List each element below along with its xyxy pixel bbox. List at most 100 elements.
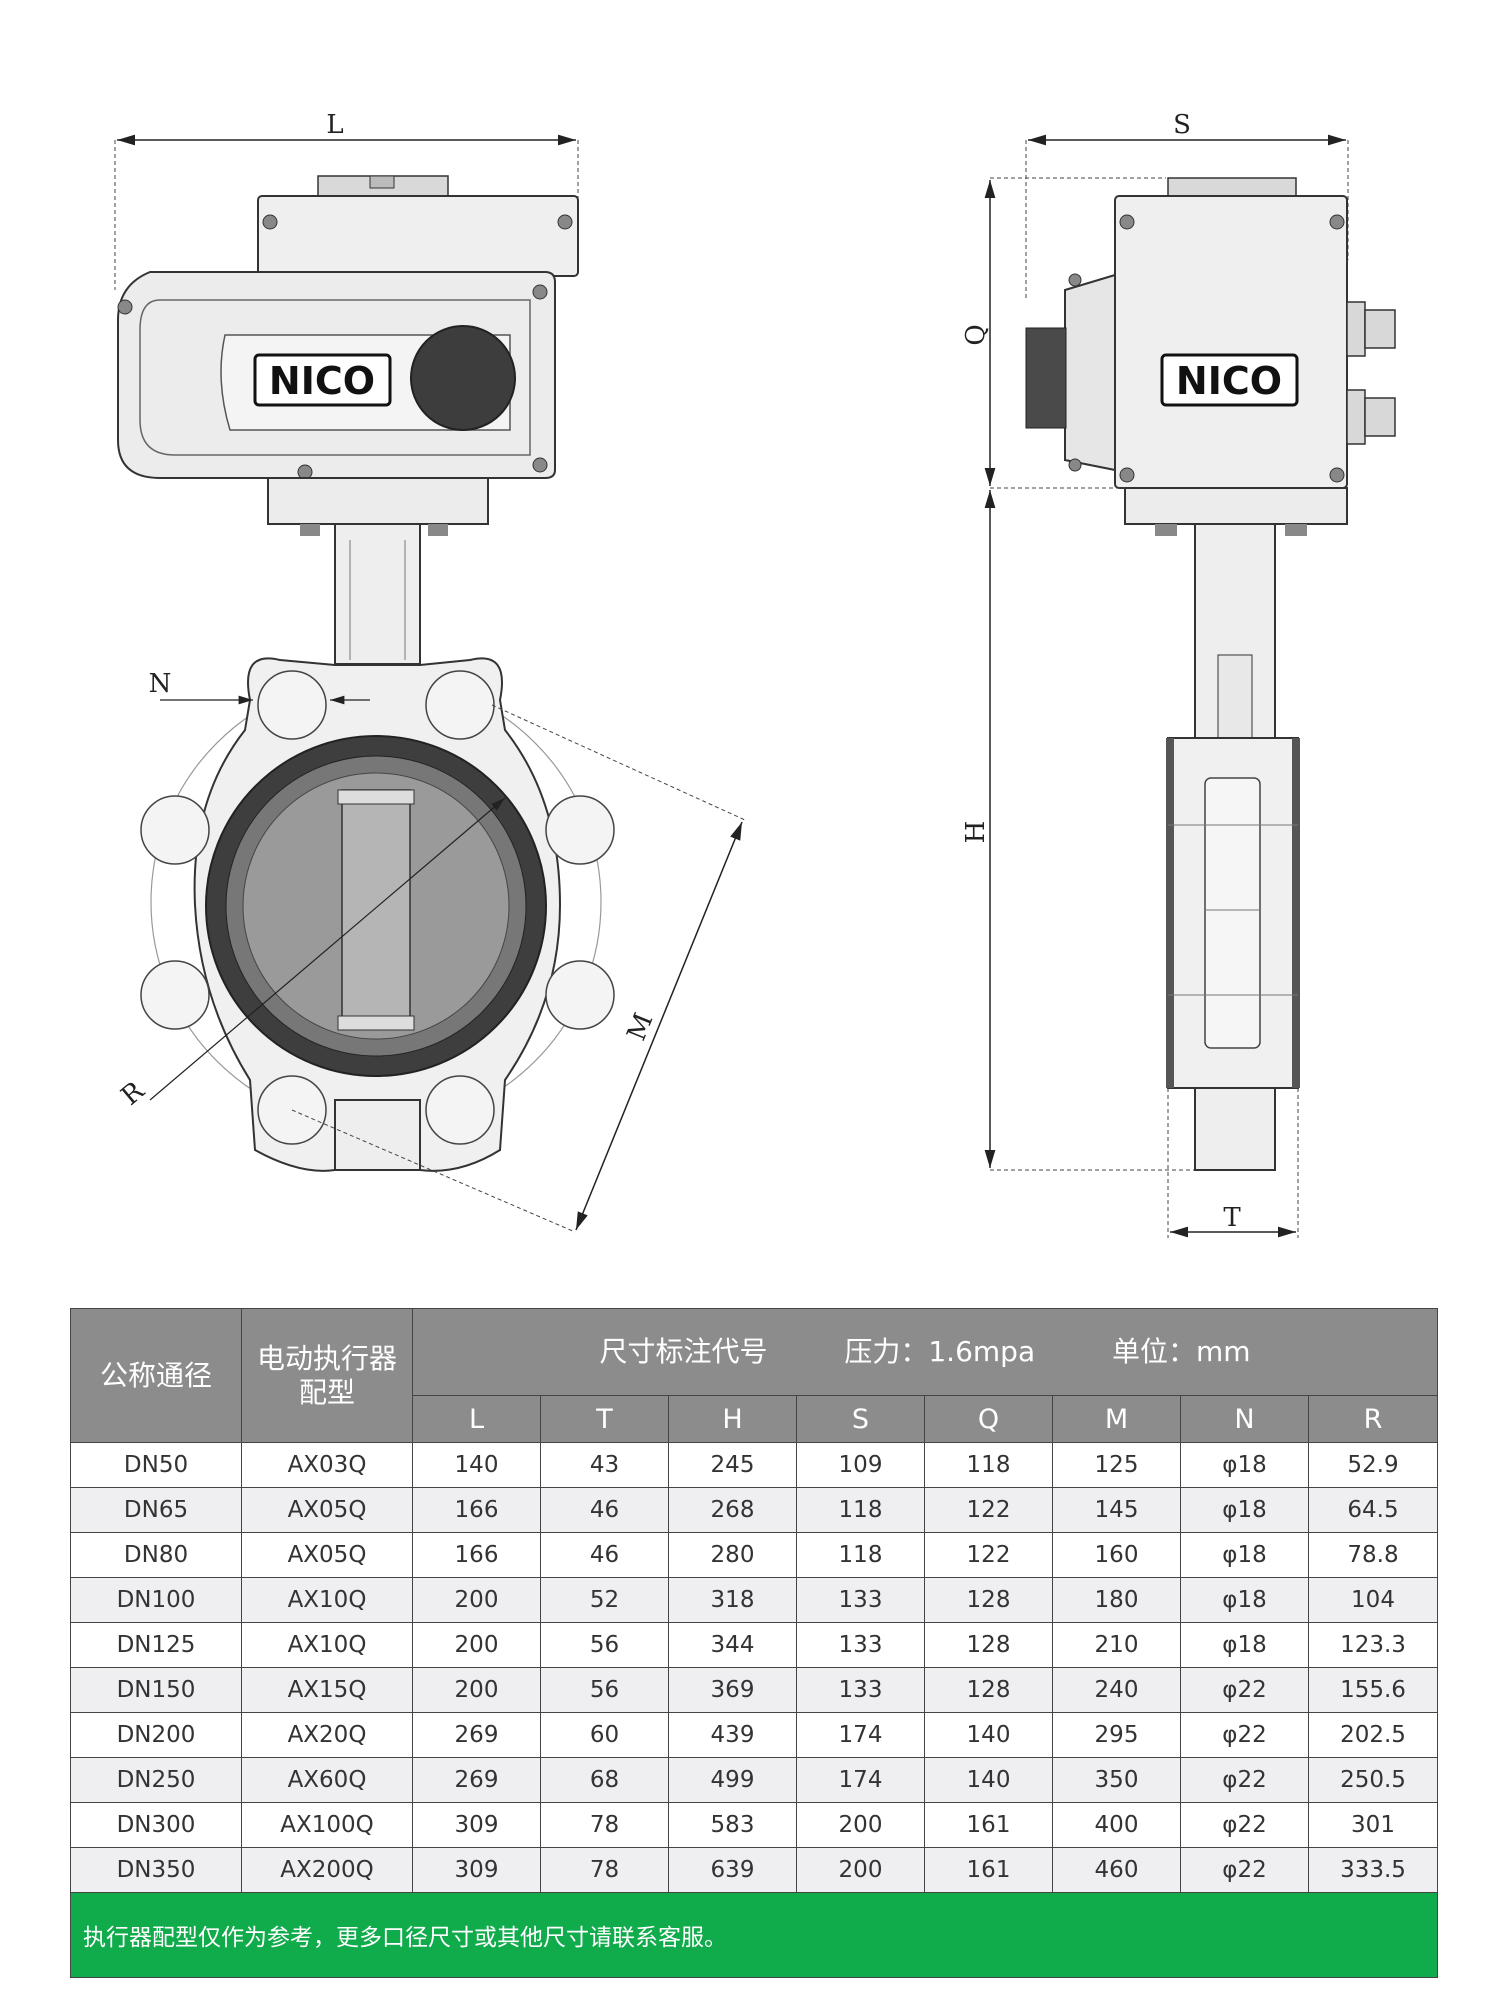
side-view: S NICO [961,110,1396,1238]
cell-r: 301 [1307,1802,1439,1848]
cell-model: AX60Q [241,1757,413,1803]
cell-s: 133 [796,1577,925,1623]
column-header-N: N [1180,1395,1309,1443]
svg-text:NICO: NICO [1176,359,1282,403]
nico-logo-front [253,353,392,407]
cell-dn: DN125 [70,1622,242,1668]
cell-l: 200 [412,1667,541,1713]
cell-h: 268 [668,1487,797,1533]
cell-model: AX100Q [241,1802,413,1848]
cell-dn: DN50 [70,1442,242,1488]
cell-m: 125 [1052,1442,1181,1488]
cell-h: 499 [668,1757,797,1803]
cell-r: 104 [1307,1577,1439,1623]
cell-h: 280 [668,1532,797,1578]
cell-s: 174 [796,1757,925,1803]
cell-s: 118 [796,1532,925,1578]
cell-l: 309 [412,1847,541,1893]
dim-label-H: H [961,821,991,844]
cell-h: 369 [668,1667,797,1713]
cell-l: 140 [412,1442,541,1488]
cell-dn: DN200 [70,1712,242,1758]
cell-n: φ22 [1180,1667,1309,1713]
cell-r: 155.6 [1307,1667,1439,1713]
cell-r: 64.5 [1307,1487,1439,1533]
cell-t: 46 [540,1532,669,1578]
cell-q: 122 [924,1487,1053,1533]
header-nominal-diameter: 公称通径 [70,1308,242,1443]
cell-model: AX20Q [241,1712,413,1758]
cell-q: 140 [924,1712,1053,1758]
cell-dn: DN150 [70,1667,242,1713]
cell-dn: DN80 [70,1532,242,1578]
cell-dn: DN350 [70,1847,242,1893]
cell-s: 200 [796,1802,925,1848]
cell-s: 133 [796,1622,925,1668]
cell-t: 56 [540,1622,669,1668]
column-header-T: T [540,1395,669,1443]
cell-t: 78 [540,1847,669,1893]
dimension-spec-table: 公称通径 电动执行器 配型 尺寸标注代号 压力：1.6mpa 单位：mm L T… [69,1308,1439,1978]
svg-text:NICO: NICO [269,359,375,403]
cell-model: AX10Q [241,1577,413,1623]
header-pressure: 压力：1.6mpa [844,1335,1036,1368]
cell-n: φ18 [1180,1487,1309,1533]
cell-model: AX15Q [241,1667,413,1713]
cell-n: φ18 [1180,1622,1309,1668]
dim-line-M [575,821,743,1231]
front-view: L NICO [114,110,746,1233]
cell-t: 56 [540,1667,669,1713]
dim-label-S: S [1173,110,1191,140]
cell-s: 174 [796,1712,925,1758]
nico-logo-side [1160,353,1299,407]
cell-q: 128 [924,1667,1053,1713]
dim-label-T: T [1223,1203,1241,1233]
cell-t: 46 [540,1487,669,1533]
cell-l: 200 [412,1577,541,1623]
cell-n: φ18 [1180,1577,1309,1623]
cell-h: 245 [668,1442,797,1488]
cell-n: φ22 [1180,1757,1309,1803]
dim-label-N: N [149,669,172,699]
cell-r: 202.5 [1307,1712,1439,1758]
header-actuator-model-line1: 电动执行器 [256,1341,397,1375]
header-unit: 单位：mm [1112,1335,1251,1368]
column-header-R: R [1307,1395,1439,1443]
cell-q: 118 [924,1442,1053,1488]
cell-q: 140 [924,1757,1053,1803]
cell-t: 68 [540,1757,669,1803]
cell-q: 161 [924,1802,1053,1848]
cell-s: 200 [796,1847,925,1893]
cell-r: 250.5 [1307,1757,1439,1803]
cable-glands [1346,301,1396,445]
dim-line-R [149,797,506,1101]
column-header-S: S [796,1395,925,1443]
cell-dn: DN300 [70,1802,242,1848]
cell-h: 639 [668,1847,797,1893]
cell-t: 60 [540,1712,669,1758]
cell-m: 240 [1052,1667,1181,1713]
actuator-upper-housing [257,195,579,277]
cell-l: 269 [412,1712,541,1758]
cell-q: 122 [924,1532,1053,1578]
cell-s: 118 [796,1487,925,1533]
header-dimension-code: 尺寸标注代号 [599,1335,768,1368]
cell-model: AX10Q [241,1622,413,1668]
valve-disc [341,789,411,1029]
cell-n: φ18 [1180,1532,1309,1578]
cell-model: AX200Q [241,1847,413,1893]
cell-n: φ18 [1180,1442,1309,1488]
column-header-M: M [1052,1395,1181,1443]
cell-l: 166 [412,1532,541,1578]
cell-s: 133 [796,1667,925,1713]
cell-m: 295 [1052,1712,1181,1758]
cell-l: 200 [412,1622,541,1668]
cell-r: 52.9 [1307,1442,1439,1488]
